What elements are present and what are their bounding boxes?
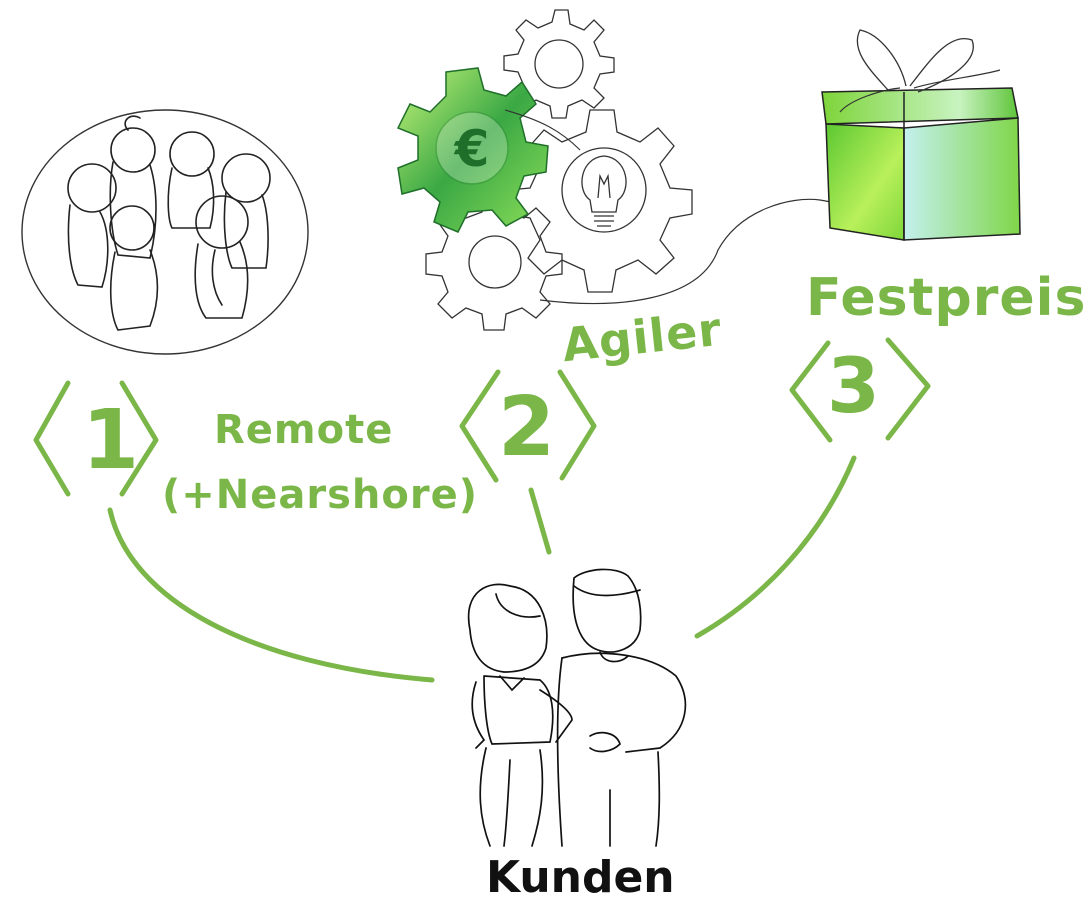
- bracket-2-right: [557, 369, 597, 481]
- bracket-2-left: [459, 369, 501, 483]
- customers-label: Kunden: [486, 852, 675, 903]
- step-2-number: 2: [498, 380, 556, 475]
- connector-1: [107, 507, 435, 683]
- connector-2: [528, 487, 552, 555]
- step-3-number: 3: [827, 341, 880, 430]
- connectors: [33, 337, 931, 683]
- connector-3: [694, 455, 857, 639]
- svg-text:€: €: [454, 120, 490, 178]
- gift-box-icon: [821, 29, 1021, 241]
- step-1-label: Remote: [214, 407, 394, 453]
- customers-couple-icon: [467, 568, 687, 847]
- bracket-3-right: [885, 337, 931, 441]
- step-3-label: Festpreis: [806, 268, 1087, 328]
- bracket-1-right: [119, 380, 159, 497]
- bracket-3-left: [789, 340, 833, 443]
- team-group-icon: [21, 109, 309, 355]
- bracket-1-left: [33, 380, 71, 497]
- step-1-number: 1: [82, 393, 140, 488]
- step-1-sublabel: (+Nearshore): [162, 472, 479, 518]
